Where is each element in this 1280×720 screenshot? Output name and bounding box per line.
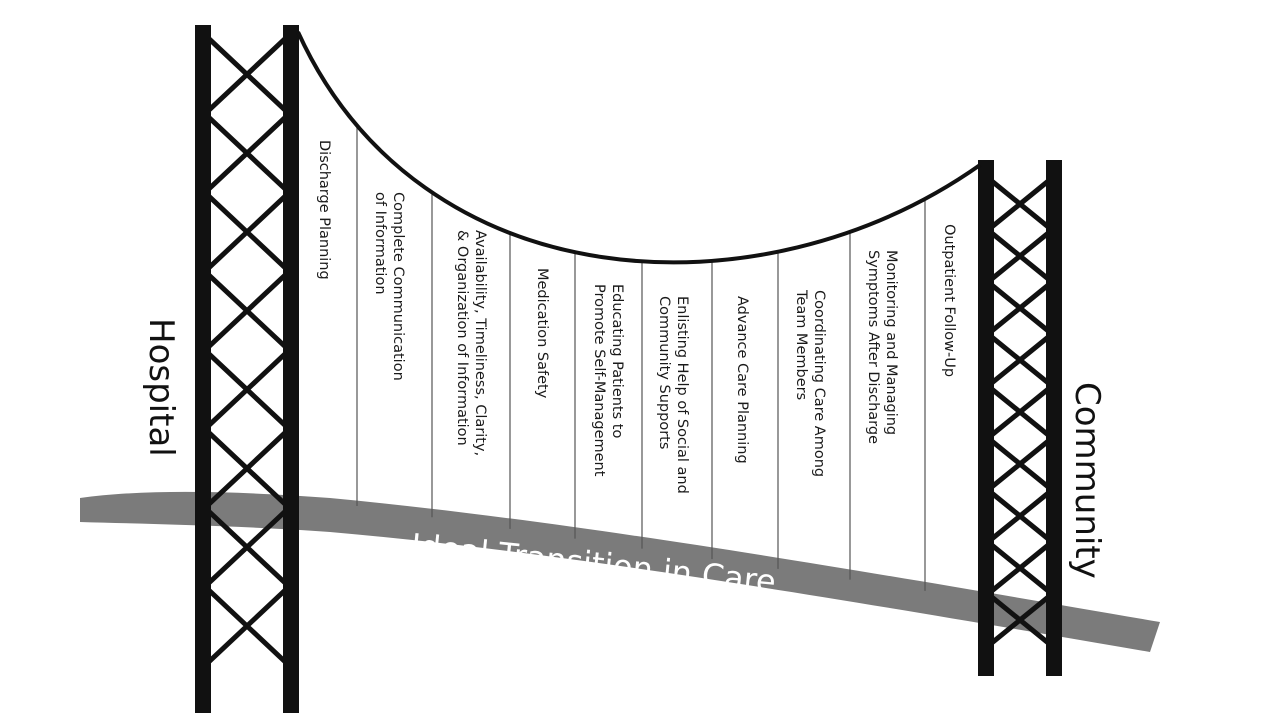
component-label: Enlisting Help of Social and bbox=[674, 296, 690, 494]
hospital-label: Hospital bbox=[141, 318, 181, 457]
component-label: Educating Patients to bbox=[609, 284, 625, 438]
tower-brace bbox=[986, 384, 1054, 440]
component-label: Discharge Planning bbox=[316, 140, 332, 280]
bridge-deck bbox=[80, 491, 1160, 652]
tower-brace bbox=[203, 348, 291, 431]
tower-brace bbox=[203, 190, 291, 274]
component-label: Advance Care Planning bbox=[734, 296, 750, 464]
component-label: Community Supports bbox=[656, 296, 672, 449]
component-label: of Information bbox=[372, 192, 388, 295]
community-label: Community bbox=[1067, 382, 1107, 579]
tower-brace bbox=[203, 111, 291, 195]
tower-brace bbox=[986, 436, 1054, 492]
tower-brace bbox=[986, 176, 1054, 232]
component-label: Medication Safety bbox=[534, 268, 550, 399]
component-label: Availability, Timeliness, Clarity, bbox=[472, 230, 488, 456]
tower-brace bbox=[986, 540, 1054, 596]
tower-brace bbox=[986, 280, 1054, 336]
tower-brace bbox=[203, 427, 291, 510]
component-label: Promote Self-Management bbox=[591, 284, 607, 477]
component-label: Team Members bbox=[793, 289, 809, 400]
component-label: & Organization of Information bbox=[454, 230, 470, 446]
tower-brace bbox=[986, 488, 1054, 544]
component-label: Symptoms After Discharge bbox=[865, 250, 881, 444]
tower-brace bbox=[203, 505, 291, 589]
component-label: Complete Communication bbox=[390, 192, 406, 381]
component-label: Outpatient Follow-Up bbox=[941, 224, 957, 377]
tower-brace bbox=[203, 269, 291, 353]
main-cable bbox=[296, 31, 982, 265]
tower-brace bbox=[203, 33, 291, 116]
tower-brace bbox=[986, 228, 1054, 284]
tower-brace bbox=[986, 592, 1054, 648]
community-tower bbox=[978, 160, 1062, 676]
component-labels: Discharge Planning Complete Communicatio… bbox=[316, 140, 957, 494]
component-label: Monitoring and Managing bbox=[883, 250, 899, 435]
tower-brace bbox=[203, 584, 291, 668]
component-label: Coordinating Care Among bbox=[811, 290, 827, 477]
suspender-cables bbox=[356, 125, 926, 591]
hospital-tower bbox=[195, 25, 299, 713]
tower-brace bbox=[986, 332, 1054, 388]
